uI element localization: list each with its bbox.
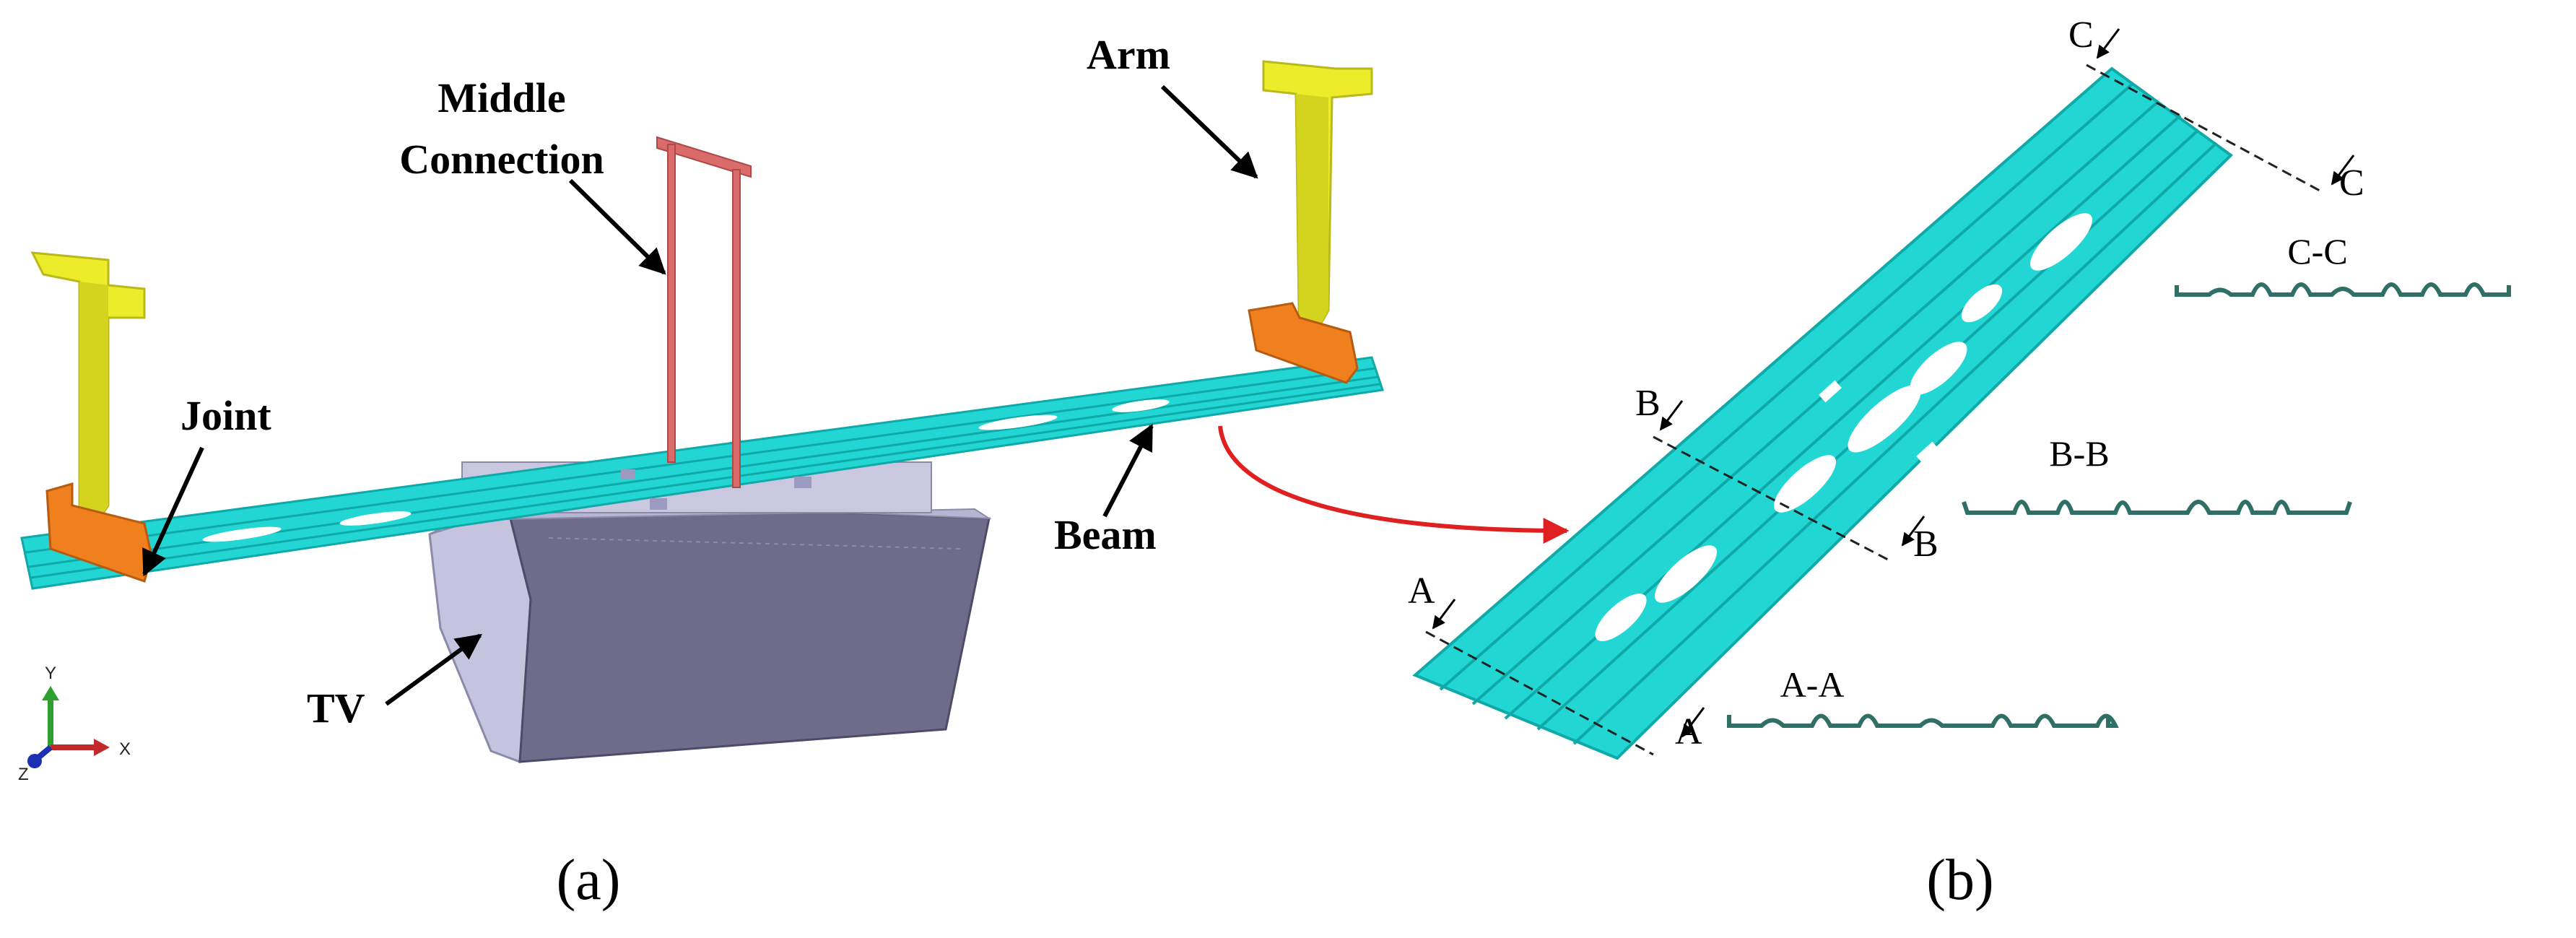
left-arm-model xyxy=(30,251,153,583)
arrow-beam xyxy=(1102,423,1154,518)
middle-connection-model xyxy=(656,136,752,488)
arrow-middle-connection xyxy=(568,178,666,275)
profile-bb xyxy=(1962,500,2352,515)
caption-a: (a) xyxy=(557,848,621,912)
section-mark-c-start: C xyxy=(2068,14,2094,56)
label-tv: TV xyxy=(307,685,365,731)
axis-triad: Y X Z xyxy=(18,664,131,784)
label-arm: Arm xyxy=(1087,31,1170,78)
section-mark-a-end: A xyxy=(1675,711,1702,752)
section-title-aa: A-A xyxy=(1780,664,1845,705)
callout-arrow xyxy=(1218,425,1570,544)
arrow-arm xyxy=(1160,84,1258,179)
section-line-a xyxy=(1425,630,1654,756)
arrow-tv xyxy=(385,633,482,706)
axis-label-y: Y xyxy=(45,664,56,683)
section-title-bb: B-B xyxy=(2049,433,2109,474)
label-joint: Joint xyxy=(180,392,271,439)
section-mark-b-start: B xyxy=(1635,383,1661,424)
panel-b: A A B B C C C-C B-B A-A (b) xyxy=(1408,14,2511,912)
beam-detail-model xyxy=(1412,66,2234,760)
panel-a: Middle Connection Arm Joint Beam TV Y X … xyxy=(18,31,1384,912)
section-line-b xyxy=(1653,435,1889,561)
label-middle-line2: Connection xyxy=(399,136,604,183)
section-line-c xyxy=(2086,64,2322,193)
section-mark-a-start: A xyxy=(1408,570,1435,612)
axis-label-z: Z xyxy=(18,765,29,784)
beam-model xyxy=(20,356,1384,590)
axis-label-x: X xyxy=(119,739,131,759)
label-middle-line1: Middle xyxy=(438,74,565,121)
profile-aa xyxy=(1727,713,2119,728)
section-title-cc: C-C xyxy=(2287,231,2347,272)
arrow-joint xyxy=(142,446,204,577)
section-mark-b-end: B xyxy=(1913,524,1938,565)
right-arm-model xyxy=(1248,60,1373,384)
caption-b: (b) xyxy=(1926,848,1993,912)
section-mark-c-end: C xyxy=(2339,162,2364,204)
label-beam: Beam xyxy=(1054,511,1157,558)
profile-cc xyxy=(2175,282,2511,297)
